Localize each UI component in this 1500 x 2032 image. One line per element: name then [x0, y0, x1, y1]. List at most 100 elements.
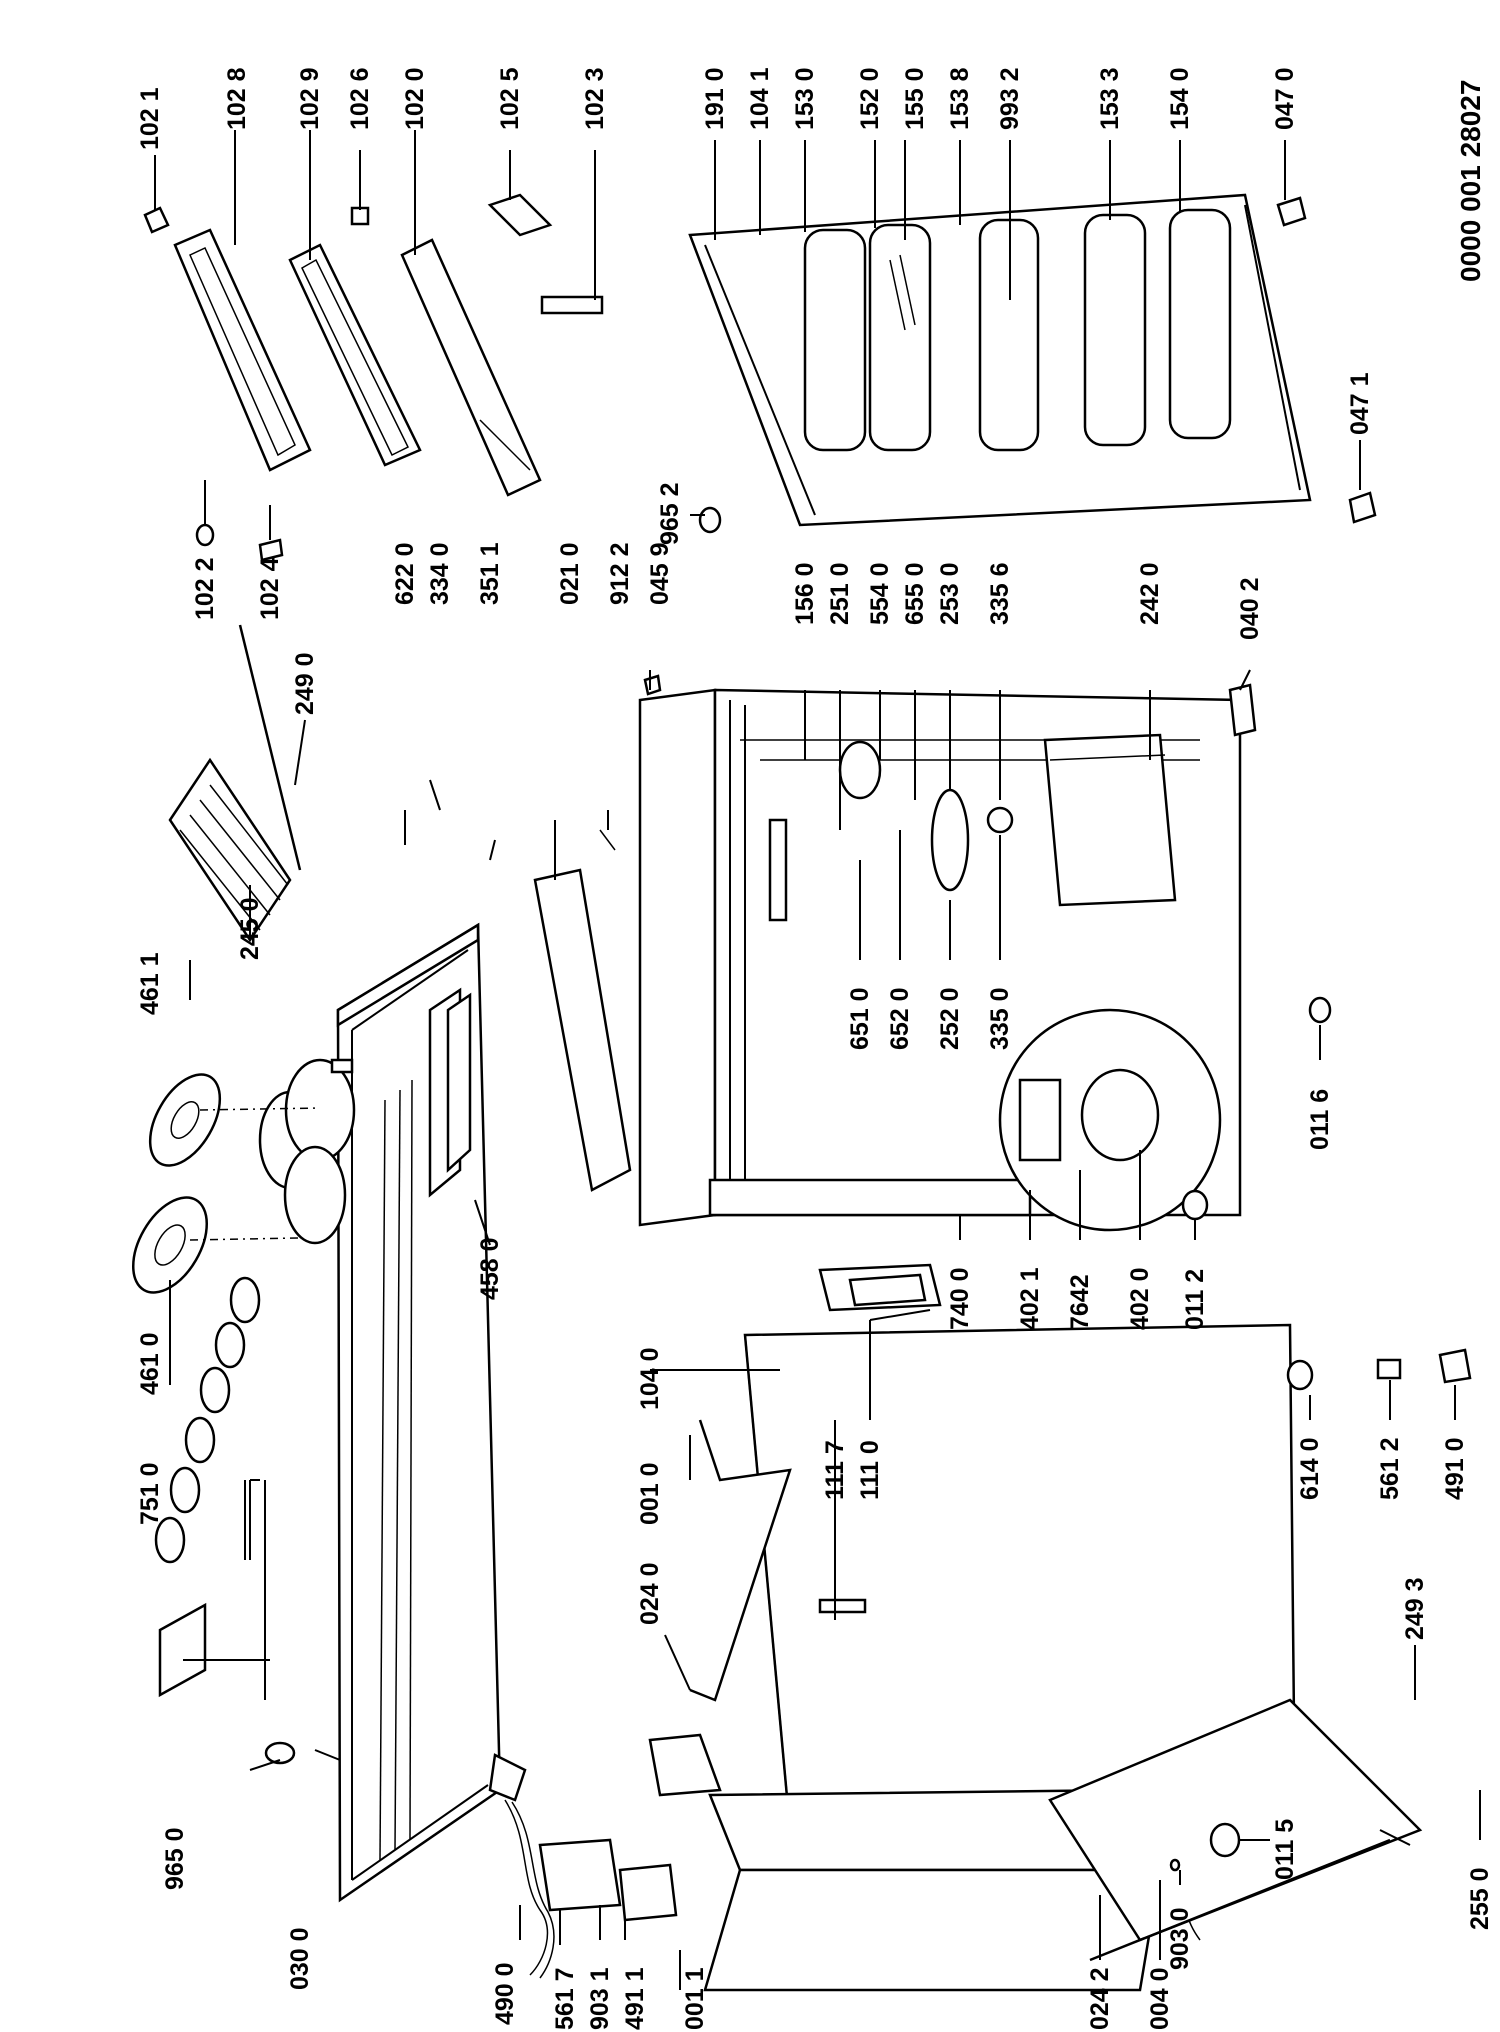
label-0116: 011 6 — [1306, 1089, 1334, 1150]
label-0040: 004 0 — [1146, 1967, 1174, 2030]
door-seals-drawing — [173, 228, 542, 497]
label-2490: 249 0 — [291, 652, 319, 715]
label-2520: 252 0 — [936, 987, 964, 1050]
bottom-plate-drawing — [1048, 1698, 1423, 1962]
label-4580: 458 0 — [476, 1237, 504, 1300]
label-9650: 965 0 — [161, 1827, 189, 1890]
label-0010: 001 0 — [636, 1462, 664, 1525]
leader-lines — [154, 130, 1481, 1990]
label-1117: 111 7 — [821, 1440, 849, 1500]
label-0115: 011 5 — [1271, 1819, 1299, 1880]
label-1041: 104 1 — [746, 67, 774, 130]
side-frame-drawing — [648, 1419, 792, 1797]
label-3350: 335 0 — [986, 987, 1014, 1050]
rails-drawing — [428, 987, 472, 1198]
label-2450: 245 0 — [236, 897, 264, 960]
label-4021: 402 1 — [1016, 1267, 1044, 1330]
label-1910: 191 0 — [701, 67, 729, 130]
label-1520: 152 0 — [856, 67, 884, 130]
label-0470: 047 0 — [1271, 67, 1299, 130]
label-1110: 111 0 — [856, 1440, 884, 1500]
label-1538: 153 8 — [946, 67, 974, 130]
label-5540: 554 0 — [866, 562, 894, 625]
label-0402: 040 2 — [1236, 577, 1264, 640]
part-9652-drawing — [698, 506, 722, 534]
part-0470-drawing — [1276, 196, 1307, 227]
document-id: 0000 001 28027 — [1455, 80, 1486, 282]
label-1025: 102 5 — [496, 67, 524, 130]
label-6220: 622 0 — [391, 542, 419, 605]
part-1024-drawing — [258, 538, 284, 562]
power-cord-drawing — [488, 1753, 555, 1979]
label-9030: 903 0 — [1166, 1907, 1194, 1970]
knob-965-drawing — [264, 1741, 296, 1765]
label-3511: 351 1 — [476, 542, 504, 605]
label-4020: 402 0 — [1126, 1267, 1154, 1330]
part-6140-drawing — [1286, 1359, 1314, 1391]
label-3340: 334 0 — [426, 542, 454, 605]
side-panel-drawing — [703, 1788, 1201, 1992]
part-0115-drawing — [1209, 1822, 1241, 1858]
label-0240: 024 0 — [636, 1562, 664, 1625]
label-1540: 154 0 — [1166, 67, 1194, 130]
glass-shelf-drawing — [168, 624, 302, 943]
label-2530: 253 0 — [936, 562, 964, 625]
label-0210: 021 0 — [556, 542, 584, 605]
label-1021: 102 1 — [136, 87, 164, 150]
label-2550: 255 0 — [1466, 1867, 1494, 1930]
label-1024: 102 4 — [256, 557, 284, 620]
label-1023: 102 3 — [581, 67, 609, 130]
label-1530: 153 0 — [791, 67, 819, 130]
label-4911: 491 1 — [621, 1967, 649, 2030]
label-4900: 490 0 — [491, 1962, 519, 2025]
label-6550: 655 0 — [901, 562, 929, 625]
label-1026: 102 6 — [346, 67, 374, 130]
part-0402-drawing — [1228, 683, 1257, 737]
label-2420: 242 0 — [1136, 562, 1164, 625]
label-0471: 047 1 — [1346, 372, 1374, 435]
part-9030-drawing — [1169, 1858, 1181, 1872]
label-7400: 740 0 — [946, 1267, 974, 1330]
inner-door-drawing — [688, 193, 1312, 527]
part-0471-drawing — [1348, 491, 1377, 524]
label-9122: 912 2 — [606, 542, 634, 605]
label-4610: 461 0 — [136, 1332, 164, 1395]
label-6520: 652 0 — [886, 987, 914, 1050]
label-4910: 491 0 — [1441, 1437, 1469, 1500]
part-0112-drawing — [1181, 1189, 1209, 1221]
label-6510: 651 0 — [846, 987, 874, 1050]
label-2510: 251 0 — [826, 562, 854, 625]
label-1560: 156 0 — [791, 562, 819, 625]
label-1022: 102 2 — [191, 557, 219, 620]
compressor-drawing — [998, 1008, 1222, 1232]
label-7642: 7642 — [1066, 1274, 1094, 1330]
part-drawings — [131, 193, 1472, 1992]
outer-door-drawing — [743, 1263, 1297, 1832]
label-2493: 249 3 — [1401, 1577, 1429, 1640]
control-box-drawing — [538, 1838, 678, 1922]
part-0459-drawing — [643, 674, 662, 696]
part-1022-drawing — [195, 523, 215, 547]
label-5617: 561 7 — [551, 1967, 579, 2030]
label-3356: 335 6 — [986, 562, 1014, 625]
part-1023-drawing — [540, 295, 604, 315]
label-1040: 104 0 — [636, 1347, 664, 1410]
label-1020: 102 0 — [401, 67, 429, 130]
part-1025-drawing — [487, 193, 553, 237]
part-labels: 102 1 102 8 102 9 102 6 102 0 102 5 102 … — [136, 67, 1494, 2030]
label-1550: 155 0 — [901, 67, 929, 130]
part-0116-drawing — [1308, 996, 1332, 1024]
label-9652: 965 2 — [656, 482, 684, 545]
label-9932: 993 2 — [996, 67, 1024, 130]
label-1028: 102 8 — [223, 67, 251, 130]
part-1021-drawing — [143, 206, 170, 234]
part-9122-drawing — [599, 829, 616, 851]
label-0242: 024 2 — [1086, 1967, 1114, 2030]
label-0300: 030 0 — [286, 1927, 314, 1990]
label-1533: 153 3 — [1096, 67, 1124, 130]
label-5612: 561 2 — [1376, 1437, 1404, 1500]
label-9031: 903 1 — [586, 1967, 614, 2030]
burner-assembly-drawing — [154, 1276, 270, 1700]
label-0459: 045 9 — [646, 542, 674, 605]
